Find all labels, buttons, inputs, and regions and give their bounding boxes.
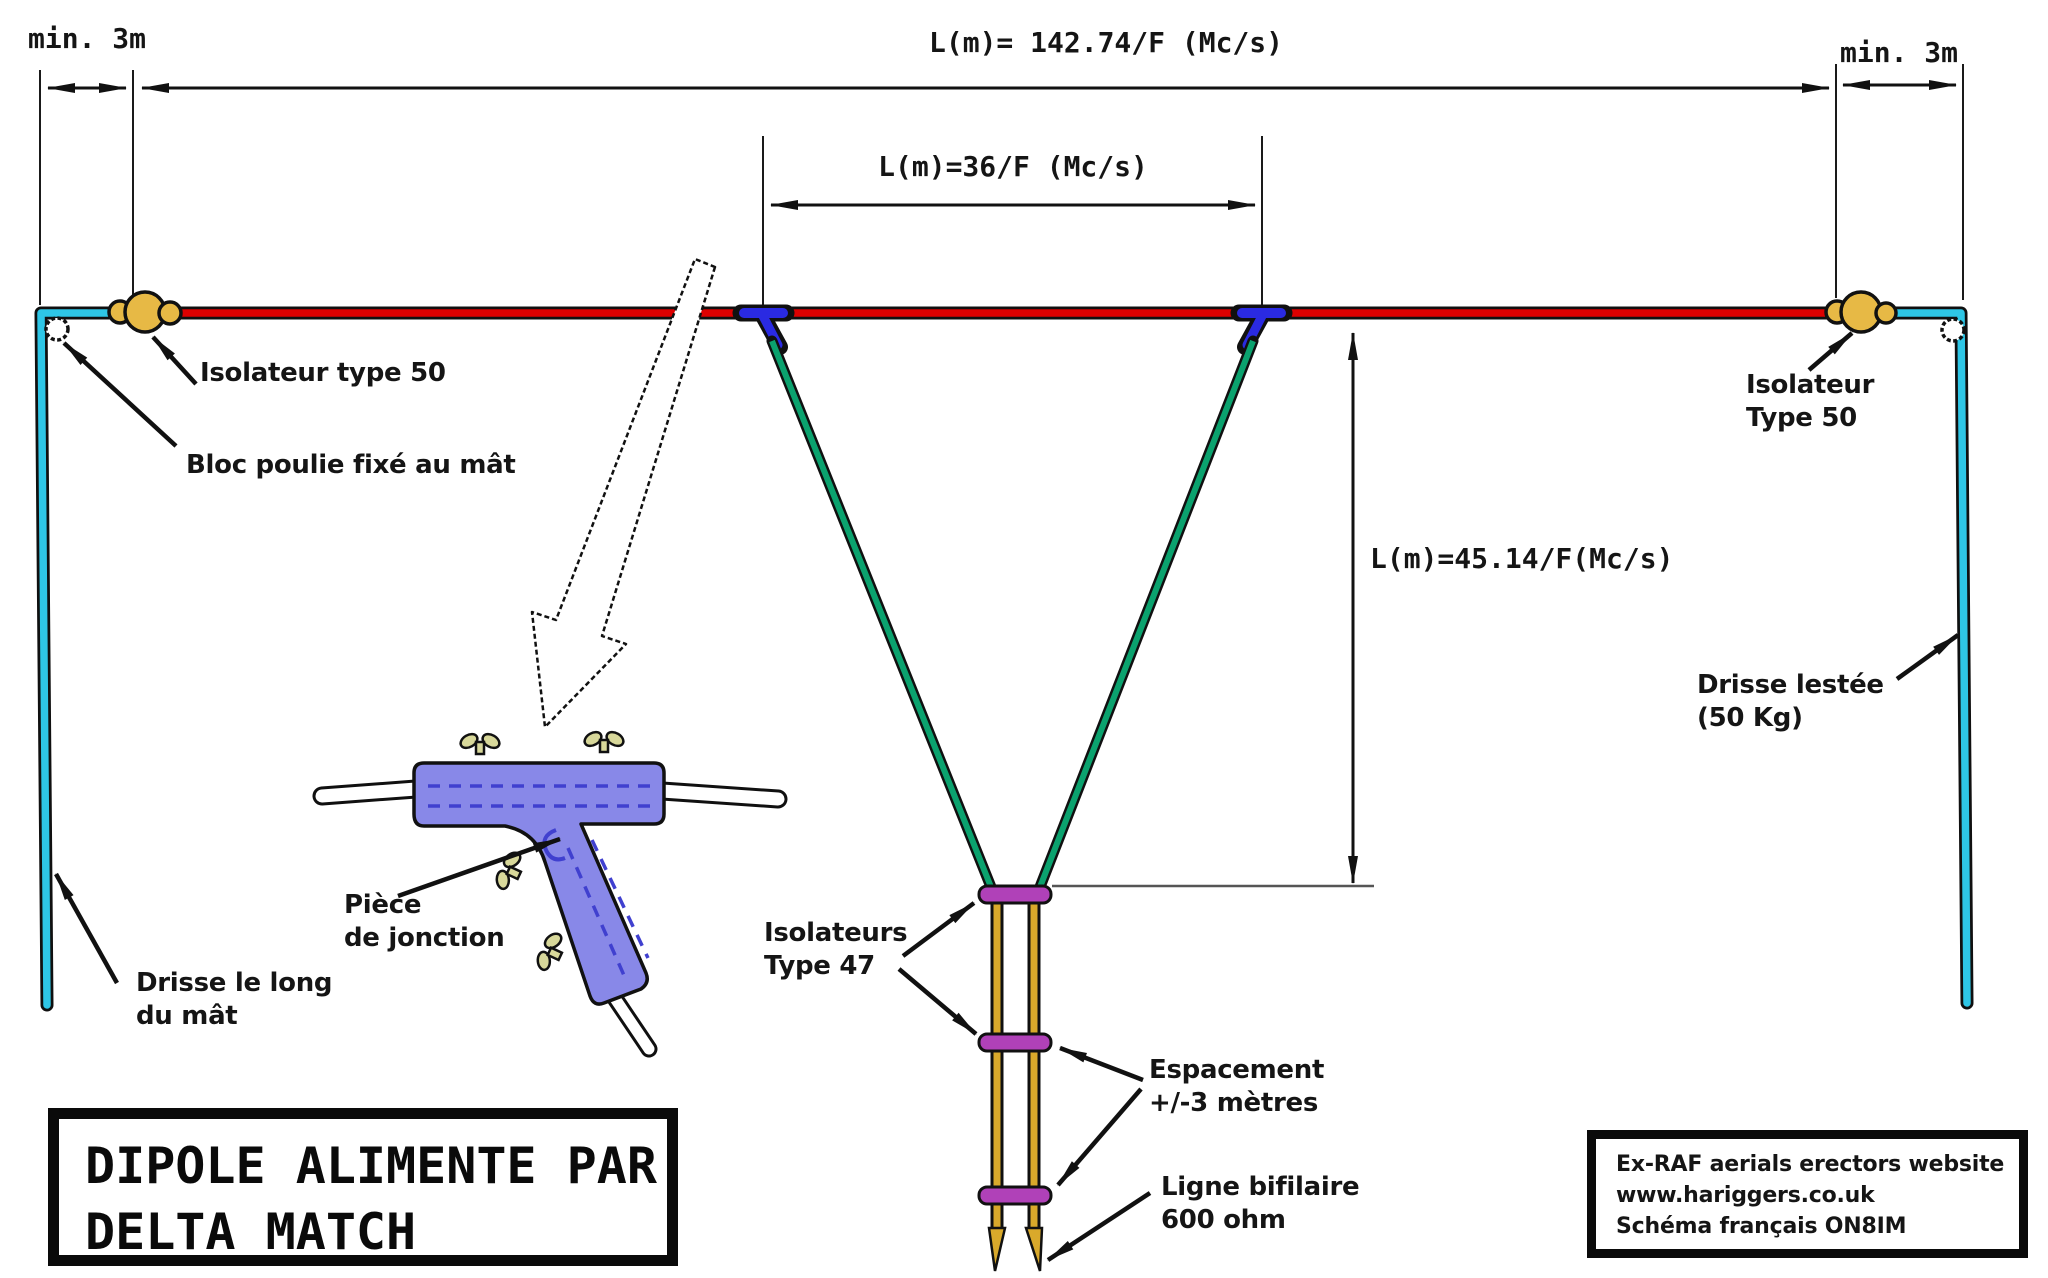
halyard-left (37, 309, 132, 1009)
label-drisse-lestee: Drisse lestée (50 Kg) (1697, 670, 1884, 733)
junction-piece-illustration (312, 730, 788, 1058)
leader-piece-jonction (397, 836, 561, 899)
dimension-label-total: L(m)= 142.74/F (Mc/s) (928, 26, 1284, 59)
leader-drisse-lestee (1895, 633, 1960, 681)
dimension-label-min-left: min. 3m (27, 22, 147, 55)
leader-ligne-bifilaire (1046, 1191, 1152, 1262)
leader-espacement-top (1059, 1045, 1144, 1083)
label-espacement: Espacement +/-3 mètres (1149, 1055, 1325, 1118)
spacer-bar-2 (977, 1032, 1053, 1053)
label-piece-jonction: Pièce de jonction (344, 890, 505, 953)
dimension-label-delta-width: L(m)=36/F (Mc/s) (878, 150, 1148, 183)
title-line-1: DIPOLE ALIMENTE PAR (85, 1137, 657, 1195)
dimension-label-delta-height: L(m)=45.14/F(Mc/s) (1370, 542, 1674, 575)
spacer-bar-3 (977, 1185, 1053, 1206)
leader-isolateurs47-bottom (897, 967, 978, 1036)
wingnut-icon (583, 730, 625, 754)
label-isolateur-left: Isolateur type 50 (200, 358, 446, 388)
credit-box: Ex-RAF aerials erectors website www.hari… (1587, 1130, 2028, 1258)
leader-isolateur-right (1807, 331, 1854, 372)
delta-connector-left-icon (732, 304, 795, 355)
delta-wire-right (1037, 339, 1256, 889)
label-isolateur-right: Isolateur Type 50 (1746, 370, 1875, 433)
spacer-bar-1 (977, 884, 1053, 905)
leader-bloc-poulie (62, 341, 178, 448)
credit-line-2: www.hariggers.co.uk (1616, 1183, 1875, 1208)
credit-line-3: Schéma français ON8IM (1616, 1214, 1907, 1239)
dimension-label-min-right: min. 3m (1839, 36, 1959, 69)
junction-body (412, 761, 666, 1006)
callout-arrow-icon (530, 257, 717, 729)
label-ligne-bifilaire: Ligne bifilaire 600 ohm (1161, 1172, 1360, 1235)
leader-espacement-bottom (1056, 1087, 1143, 1187)
title-box: DIPOLE ALIMENTE PAR DELTA MATCH (48, 1108, 678, 1266)
title-line-2: DELTA MATCH (85, 1203, 417, 1261)
leader-isolateurs47-top (901, 901, 976, 958)
halyard-right (1878, 309, 1971, 1007)
label-bloc-poulie: Bloc poulie fixé au mât (186, 450, 516, 480)
credit-line-1: Ex-RAF aerials erectors website (1616, 1152, 2005, 1177)
ladder-wire-right-tip (1024, 1226, 1044, 1272)
label-drisse-mat: Drisse le long du mât (136, 968, 333, 1031)
halyard-left-outline (34, 306, 135, 1012)
pulley-ring-left-icon (44, 316, 70, 342)
delta-connector-right-icon (1230, 304, 1293, 355)
pulley-ring-right-icon (1940, 317, 1966, 343)
insulator-type50-left-icon (107, 290, 183, 334)
wingnut-icon (536, 932, 564, 972)
wingnut-icon (459, 732, 501, 756)
delta-wire-left (769, 339, 994, 889)
leader-isolateur-left (151, 335, 198, 386)
insulator-type50-right-icon (1824, 290, 1898, 334)
ladder-wire-left-tip (987, 1226, 1007, 1272)
leader-drisse-mat (54, 872, 119, 985)
label-isolateurs-47: Isolateurs Type 47 (764, 918, 908, 981)
